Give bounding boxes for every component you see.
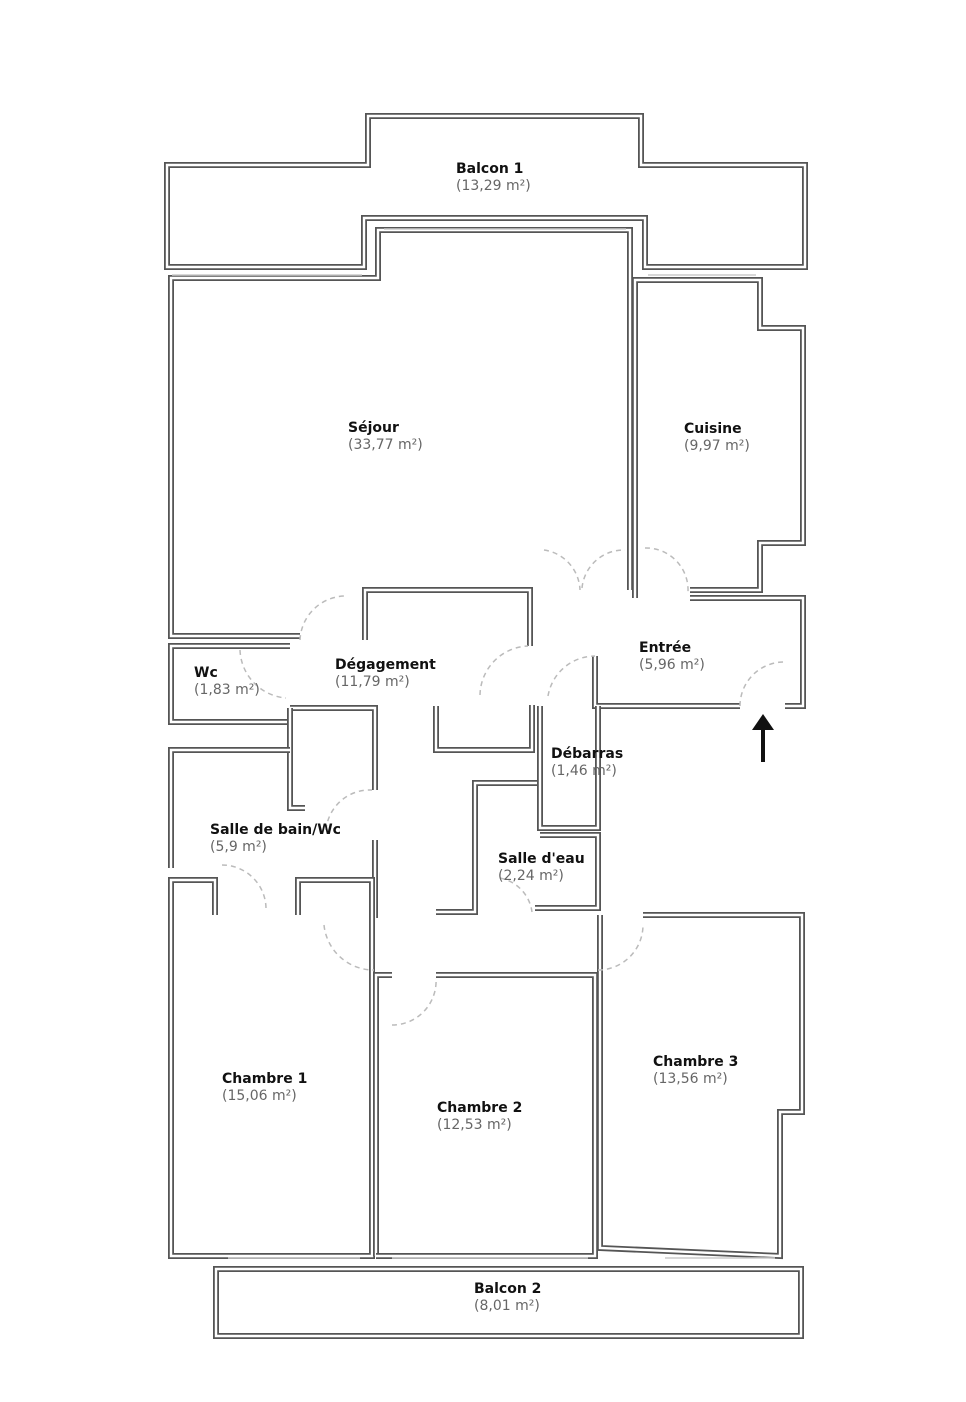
room-name: Wc [194, 665, 218, 681]
room-area: (5,9 m²) [210, 839, 267, 855]
room-area: (15,06 m²) [222, 1088, 297, 1104]
room-chambre-1: Chambre 1(15,06 m²) [222, 1071, 307, 1105]
room-area: (5,96 m²) [639, 657, 705, 673]
room-area: (13,56 m²) [653, 1071, 728, 1087]
room-area: (2,24 m²) [498, 868, 564, 884]
wall [690, 596, 805, 708]
wall [168, 877, 375, 1259]
room-chambre-3: Chambre 3(13,56 m²) [653, 1054, 738, 1088]
wall [290, 705, 378, 790]
wall [363, 588, 532, 646]
wall [169, 644, 290, 724]
room-name: Cuisine [684, 421, 742, 437]
wall [288, 708, 305, 810]
room-area: (1,83 m²) [194, 682, 260, 698]
wall [376, 973, 597, 1258]
wall [535, 833, 600, 910]
room-balcon-2: Balcon 2(8,01 m²) [474, 1281, 541, 1315]
room-name: Salle de bain/Wc [210, 822, 341, 838]
room-area: (11,79 m²) [335, 674, 410, 690]
wall [169, 228, 632, 638]
wall [165, 114, 807, 269]
room-salle-d-eau: Salle d'eau(2,24 m²) [498, 851, 585, 885]
wall [362, 587, 533, 646]
room-name: Chambre 3 [653, 1054, 739, 1070]
wall [538, 706, 600, 830]
wall [169, 878, 374, 1258]
wall [633, 278, 805, 598]
room-sejour: Séjour(33,77 m²) [348, 420, 423, 454]
room-salle-de-bain: Salle de bain/Wc(5,9 m²) [210, 822, 341, 856]
wall [373, 972, 392, 1256]
wall [169, 748, 290, 868]
room-degagement: Dégagement(11,79 m²) [335, 657, 436, 691]
room-name: Entrée [639, 640, 692, 656]
room-area: (8,01 m²) [474, 1298, 540, 1314]
wall [598, 913, 804, 1258]
wall [287, 708, 305, 811]
doors [221, 547, 785, 1026]
room-name: Salle d'eau [498, 851, 585, 867]
room-area: (13,29 m²) [456, 178, 531, 194]
room-name: Débarras [551, 746, 624, 762]
wall [433, 705, 535, 753]
windows [172, 228, 775, 1259]
room-name: Balcon 2 [474, 1281, 542, 1297]
room-balcon-1: Balcon 1(13,29 m²) [456, 161, 531, 195]
room-name: Chambre 2 [437, 1100, 523, 1116]
wall [436, 781, 540, 914]
room-name: Séjour [348, 420, 399, 436]
room-name: Chambre 1 [222, 1071, 308, 1087]
room-name: Balcon 1 [456, 161, 524, 177]
room-area: (12,53 m²) [437, 1117, 512, 1133]
room-area: (9,97 m²) [684, 438, 750, 454]
room-area: (33,77 m²) [348, 437, 423, 453]
room-debarras: Débarras(1,46 m²) [551, 746, 623, 780]
walls [164, 113, 808, 1339]
wall [374, 973, 392, 1256]
wall [290, 706, 377, 790]
wall [214, 1267, 803, 1338]
room-cuisine: Cuisine(9,97 m²) [684, 421, 750, 455]
room-entree: Entrée(5,96 m²) [639, 640, 705, 674]
room-name: Dégagement [335, 657, 436, 673]
room-area: (1,46 m²) [551, 763, 617, 779]
room-chambre-2: Chambre 2(12,53 m²) [437, 1100, 522, 1134]
room-wc: Wc(1,83 m²) [194, 665, 260, 699]
wall [690, 595, 806, 709]
wall [434, 705, 534, 752]
arrow-up-icon [752, 714, 774, 762]
